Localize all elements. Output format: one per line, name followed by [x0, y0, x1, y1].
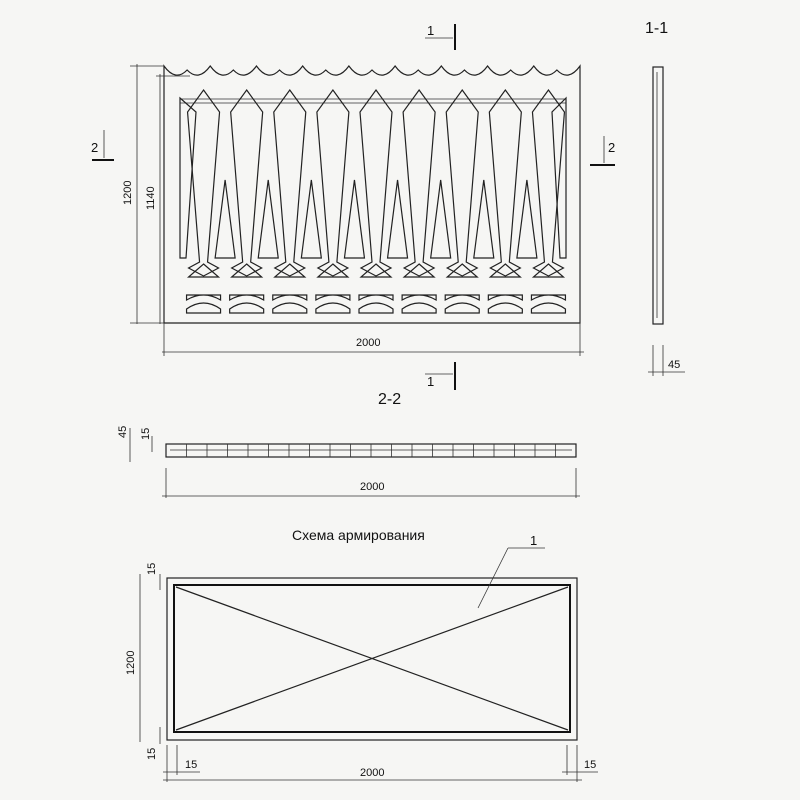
dim-15-label: 15 [140, 428, 152, 440]
triangle-cutout [316, 263, 350, 278]
dim-1200-label: 1200 [125, 651, 137, 675]
reinforcement-scheme: Схема армирования 1 1200 15 15 15 15 200… [125, 527, 598, 782]
hexagon-cell [230, 88, 264, 277]
spike-cutout [300, 179, 323, 259]
triangle-cutout [359, 263, 393, 278]
dim-15-left-label: 15 [185, 759, 197, 771]
dim-2000-label: 2000 [360, 767, 384, 779]
arch-slot [487, 294, 523, 314]
dim-15-right-label: 15 [584, 759, 596, 771]
spike-cutout [516, 179, 538, 259]
arch-slot [401, 294, 437, 314]
section-1-1: 1-1 45 [645, 20, 685, 376]
edge-cutout [179, 96, 197, 259]
hexagon-cell [316, 88, 350, 277]
dim-15-bottom-label: 15 [146, 748, 158, 760]
hexagon-cell [402, 88, 436, 277]
arch-slot [444, 294, 480, 314]
section-2-2-title: 2-2 [378, 391, 401, 408]
spike-cutout [257, 179, 279, 259]
rebar-frame [173, 584, 571, 733]
panel-outline [166, 577, 578, 741]
triangle-cutout [488, 263, 522, 278]
panel-outline [163, 64, 581, 324]
triangle-cutout [531, 263, 566, 278]
spike-cutout [343, 179, 366, 259]
hexagon-cell [488, 88, 522, 277]
hexagon-cell [359, 88, 393, 277]
section-1-1-outline [652, 66, 664, 325]
spike-cutout [386, 179, 409, 259]
section-1-label-bottom: 1 [427, 374, 434, 389]
arch-slot [229, 294, 265, 314]
front-view: 1200 1140 2000 1 1 2 2 [91, 23, 615, 390]
callout-1-label: 1 [530, 533, 537, 548]
arch-slot [530, 294, 567, 314]
dim-45-label: 45 [117, 426, 129, 438]
arch-slot [358, 294, 394, 314]
dim-1200-label: 1200 [122, 181, 134, 205]
spike-cutout [473, 179, 495, 259]
section-1-label-top: 1 [427, 23, 434, 38]
ornament-pattern [179, 88, 567, 314]
triangle-cutout [402, 263, 436, 278]
section-1-1-title: 1-1 [645, 20, 668, 37]
section-2-2: 2-2 45 15 2000 [117, 391, 580, 498]
triangle-cutout [230, 263, 264, 278]
triangle-cutout [186, 263, 221, 278]
spike-cutout [429, 179, 452, 259]
arch-slot [272, 294, 308, 314]
arch-slot [185, 294, 222, 314]
dim-2000-label: 2000 [360, 481, 384, 493]
hexagon-cell [531, 88, 566, 277]
rebar-diagonal [175, 586, 569, 731]
edge-cutout [551, 96, 567, 259]
section-2-label-left: 2 [91, 140, 98, 155]
dim-15-top-label: 15 [146, 563, 158, 575]
dim-2000-label: 2000 [356, 337, 380, 349]
triangle-cutout [445, 263, 479, 278]
section-2-2-stirrups [186, 444, 556, 457]
reinforcement-title: Схема армирования [292, 527, 425, 543]
callout-leader [477, 547, 509, 609]
dim-45-label: 45 [668, 359, 680, 371]
section-2-label-right: 2 [608, 140, 615, 155]
hexagon-cell [186, 88, 221, 277]
hexagon-cell [273, 88, 307, 277]
triangle-cutout [273, 263, 307, 278]
arch-slot [315, 294, 351, 314]
dim-1140-label: 1140 [145, 186, 157, 210]
hexagon-cell [445, 88, 479, 277]
spike-cutout [214, 179, 236, 259]
